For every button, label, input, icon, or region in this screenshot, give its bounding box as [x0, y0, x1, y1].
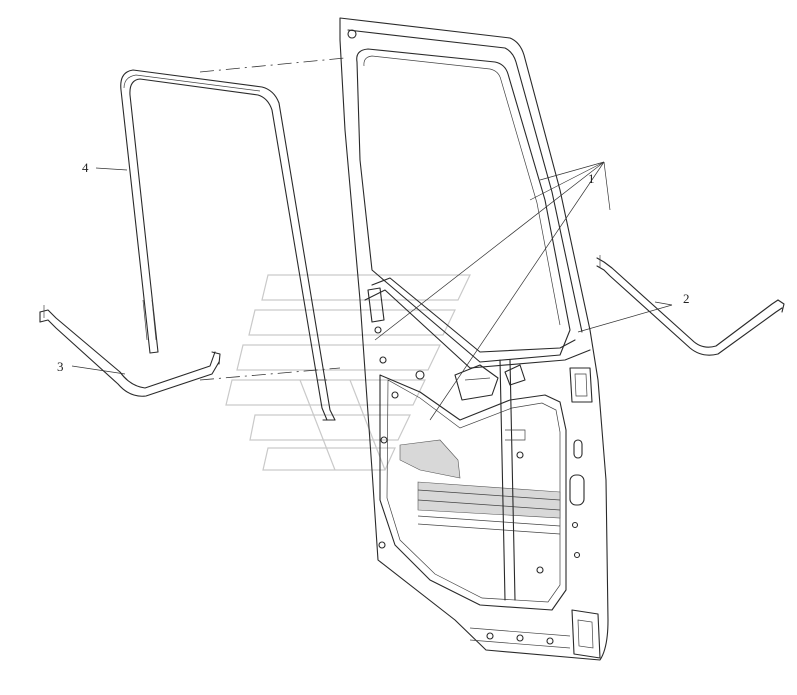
leader-lines [71, 161, 673, 421]
lower-weatherstrip-right [596, 255, 785, 356]
door-assembly [339, 17, 609, 661]
lower-weatherstrip-left [39, 305, 221, 397]
watermark-logo [225, 274, 471, 471]
callout-2: 2 [683, 291, 690, 306]
callout-3: 3 [57, 359, 64, 374]
callout-labels: 1 2 3 4 [57, 160, 690, 374]
assembly-dash-lines [199, 57, 346, 381]
callout-1: 1 [588, 171, 595, 186]
callout-4: 4 [82, 160, 89, 175]
glass-run-channel [120, 69, 336, 421]
